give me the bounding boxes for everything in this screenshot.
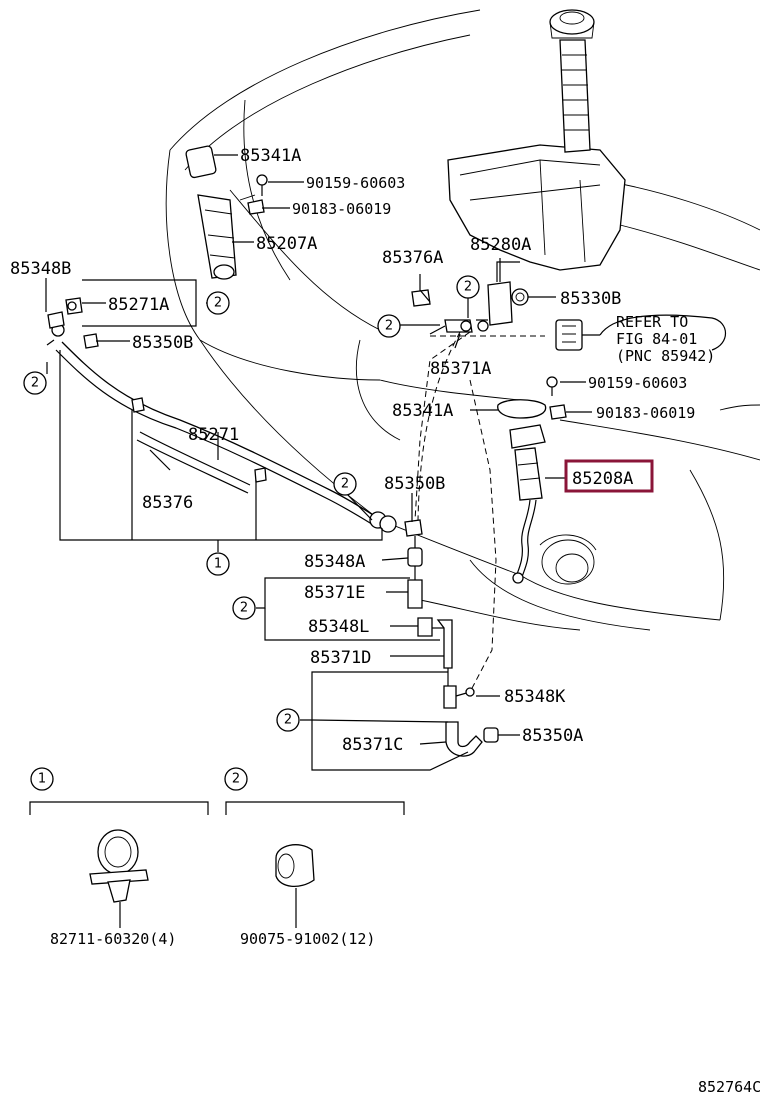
legend-circle-1: 1 xyxy=(30,767,54,791)
label-90159-mid: 90159-60603 xyxy=(588,374,687,392)
circle-callout-2: 2 xyxy=(276,708,300,732)
label-90183-top: 90183-06019 xyxy=(292,200,391,218)
label-85371E: 85371E xyxy=(304,583,365,603)
label-85376: 85376 xyxy=(142,493,193,513)
washer-tank xyxy=(447,9,626,271)
label-85330B: 85330B xyxy=(560,289,621,309)
label-85208A: 85208A xyxy=(572,469,633,489)
circle-callout-2: 2 xyxy=(456,275,480,299)
routing-dashed-lines xyxy=(414,331,545,693)
refer-note: REFER TO FIG 84-01 (PNC 85942) xyxy=(616,313,715,365)
label-85348K: 85348K xyxy=(504,687,566,707)
label-90159-top: 90159-60603 xyxy=(306,174,405,192)
vehicle-body-outline xyxy=(165,9,760,631)
svg-text:2: 2 xyxy=(341,477,349,492)
svg-text:2: 2 xyxy=(214,296,222,311)
circle-callout-2: 2 xyxy=(232,596,256,620)
part-labels: 85341A 90159-60603 90183-06019 85207A 85… xyxy=(10,146,695,948)
label-85341A-mid: 85341A xyxy=(392,401,453,421)
circle-callout-2: 2 xyxy=(23,371,47,395)
highlighted-part-85208A[interactable]: 85208A xyxy=(564,459,654,493)
label-90183-mid: 90183-06019 xyxy=(596,404,695,422)
refer-line-3: (PNC 85942) xyxy=(616,347,715,365)
svg-text:1: 1 xyxy=(38,772,46,787)
label-85280A: 85280A xyxy=(470,235,531,255)
washer-nozzle-upper xyxy=(185,145,268,280)
label-90075: 90075-91002(12) xyxy=(240,930,375,948)
circle-callout-2: 2 xyxy=(377,314,401,338)
svg-text:2: 2 xyxy=(284,713,292,728)
leader-lines xyxy=(45,154,727,771)
diagram-code: 852764C xyxy=(698,1078,760,1096)
label-85348B: 85348B xyxy=(10,259,71,279)
washer-hose-left xyxy=(47,297,397,533)
svg-text:2: 2 xyxy=(240,601,248,616)
label-85207A: 85207A xyxy=(256,234,317,254)
label-85376A: 85376A xyxy=(382,248,443,268)
label-85371A: 85371A xyxy=(430,359,491,379)
svg-text:2: 2 xyxy=(31,376,39,391)
circle-callout-1: 1 xyxy=(206,552,230,576)
svg-text:1: 1 xyxy=(214,557,222,572)
legend-circle-2: 2 xyxy=(224,767,248,791)
circle-callout-2: 2 xyxy=(333,472,357,496)
label-85271A: 85271A xyxy=(108,295,169,315)
label-85348A: 85348A xyxy=(304,552,365,572)
label-85350A: 85350A xyxy=(522,726,583,746)
svg-text:2: 2 xyxy=(385,319,393,334)
label-85341A-top: 85341A xyxy=(240,146,301,166)
bracket-group-1 xyxy=(59,350,383,552)
label-85371C: 85371C xyxy=(342,735,403,755)
refer-line-1: REFER TO xyxy=(616,313,688,331)
legend-clip-82711 xyxy=(29,801,209,928)
label-85348L: 85348L xyxy=(308,617,369,637)
refer-line-2: FIG 84-01 xyxy=(616,330,697,348)
washer-pump xyxy=(411,261,600,351)
legend-clamp-90075 xyxy=(225,801,405,928)
circle-callout-2: 2 xyxy=(206,291,230,315)
label-85371D: 85371D xyxy=(310,648,371,668)
svg-text:2: 2 xyxy=(232,772,240,787)
circle-callouts: 2 2 2 2 2 1 2 2 1 2 xyxy=(23,275,480,791)
lower-hose-assembly xyxy=(404,519,499,757)
label-85350B-left: 85350B xyxy=(132,333,193,353)
label-85350B-mid: 85350B xyxy=(384,474,445,494)
label-82711: 82711-60320(4) xyxy=(50,930,176,948)
washer-nozzle-lower xyxy=(497,376,567,584)
label-85271: 85271 xyxy=(188,425,239,445)
svg-text:2: 2 xyxy=(464,280,472,295)
